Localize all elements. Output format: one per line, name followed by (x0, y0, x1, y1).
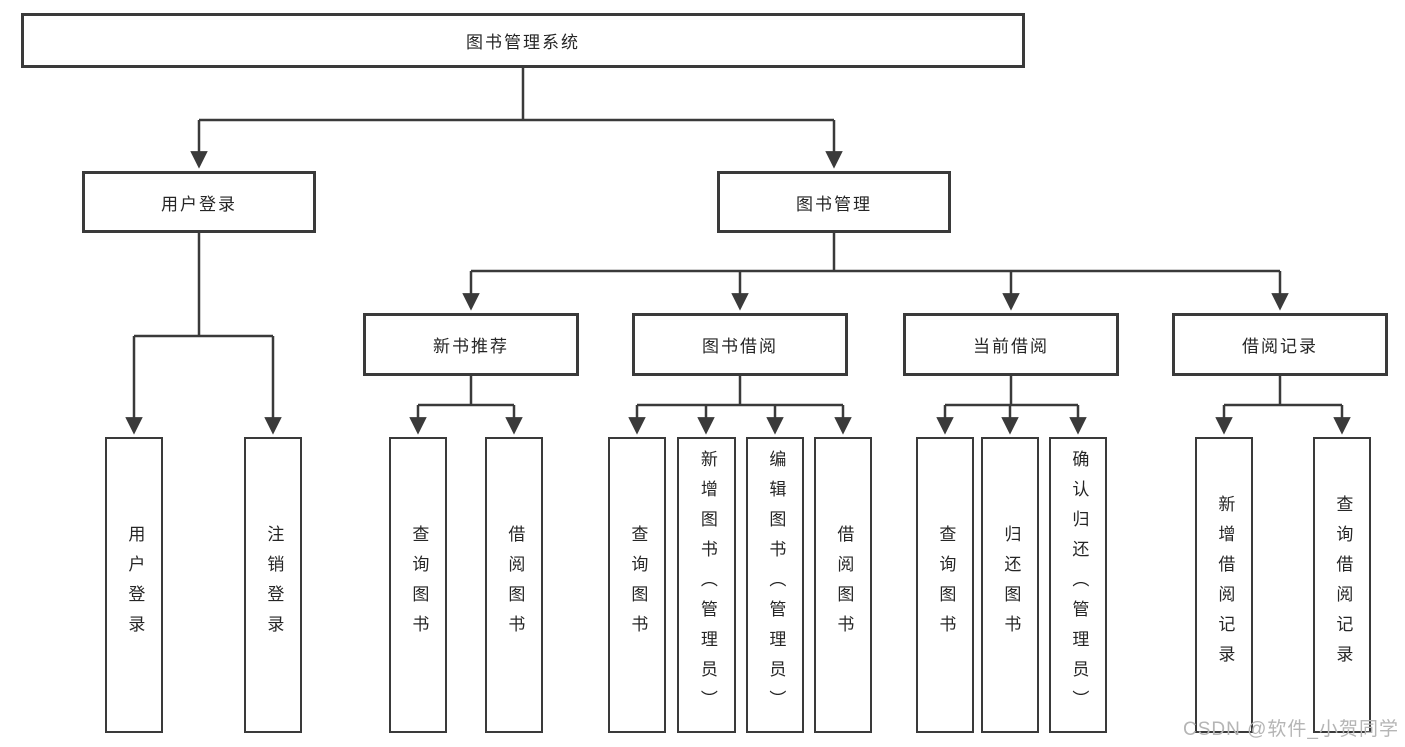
node-label: 图书管理系统 (466, 33, 580, 52)
leaf-edit-book-admin: 编辑图书（管理员） (746, 437, 804, 733)
connector-book-borrowing-children (628, 376, 852, 435)
node-current-borrowing: 当前借阅 (903, 313, 1119, 376)
node-label: 查询图书 (409, 525, 429, 645)
leaf-borrow-books-recommend: 借阅图书 (485, 437, 543, 733)
leaf-add-book-admin: 新增图书（管理员） (677, 437, 736, 733)
connector-current-borrowing-children (936, 376, 1087, 435)
node-label: 借阅图书 (505, 525, 525, 645)
node-new-book-recommend: 新书推荐 (363, 313, 579, 376)
csdn-watermark: CSDN @软件_小贺同学 (1183, 719, 1399, 740)
node-label: 用户登录 (161, 194, 237, 214)
node-label: 新书推荐 (433, 337, 509, 356)
node-user-login: 用户登录 (82, 171, 316, 233)
connector-new-book-children (409, 376, 523, 435)
node-label: 借阅图书 (834, 525, 854, 645)
node-borrowing-records: 借阅记录 (1172, 313, 1388, 376)
node-label: 借阅记录 (1242, 337, 1318, 356)
node-label: 注销登录 (264, 525, 284, 645)
leaf-query-borrow-record: 查询借阅记录 (1313, 437, 1371, 733)
connector-user-login-children (125, 233, 282, 435)
node-label: 查询图书 (936, 525, 956, 645)
node-label: 用户登录 (125, 525, 145, 645)
connector-root-to-level2 (190, 68, 843, 169)
leaf-user-login: 用户登录 (105, 437, 163, 733)
node-label: 查询图书 (628, 525, 648, 645)
node-label: 当前借阅 (973, 337, 1049, 356)
node-label: 新增借阅记录 (1215, 495, 1235, 675)
leaf-borrow-books-borrowing: 借阅图书 (814, 437, 872, 733)
node-label: 查询借阅记录 (1333, 495, 1353, 675)
node-label: 确认归还（管理员） (1069, 450, 1089, 720)
leaf-query-books-borrowing: 查询图书 (608, 437, 666, 733)
connector-book-management-children (462, 233, 1289, 311)
node-label: 图书借阅 (702, 337, 778, 356)
connector-borrowing-records-children (1215, 376, 1351, 435)
leaf-add-borrow-record: 新增借阅记录 (1195, 437, 1253, 733)
leaf-query-books-recommend: 查询图书 (389, 437, 447, 733)
node-label: 归还图书 (1001, 525, 1021, 645)
leaf-return-book: 归还图书 (981, 437, 1039, 733)
node-label: 图书管理 (796, 194, 872, 214)
node-book-borrowing: 图书借阅 (632, 313, 848, 376)
leaf-logout: 注销登录 (244, 437, 302, 733)
node-label: 编辑图书（管理员） (766, 450, 786, 720)
node-book-management: 图书管理 (717, 171, 951, 233)
leaf-query-books-current: 查询图书 (916, 437, 974, 733)
node-label: 新增图书（管理员） (697, 450, 717, 720)
node-root-library-management-system: 图书管理系统 (21, 13, 1025, 68)
leaf-confirm-return-admin: 确认归还（管理员） (1049, 437, 1107, 733)
